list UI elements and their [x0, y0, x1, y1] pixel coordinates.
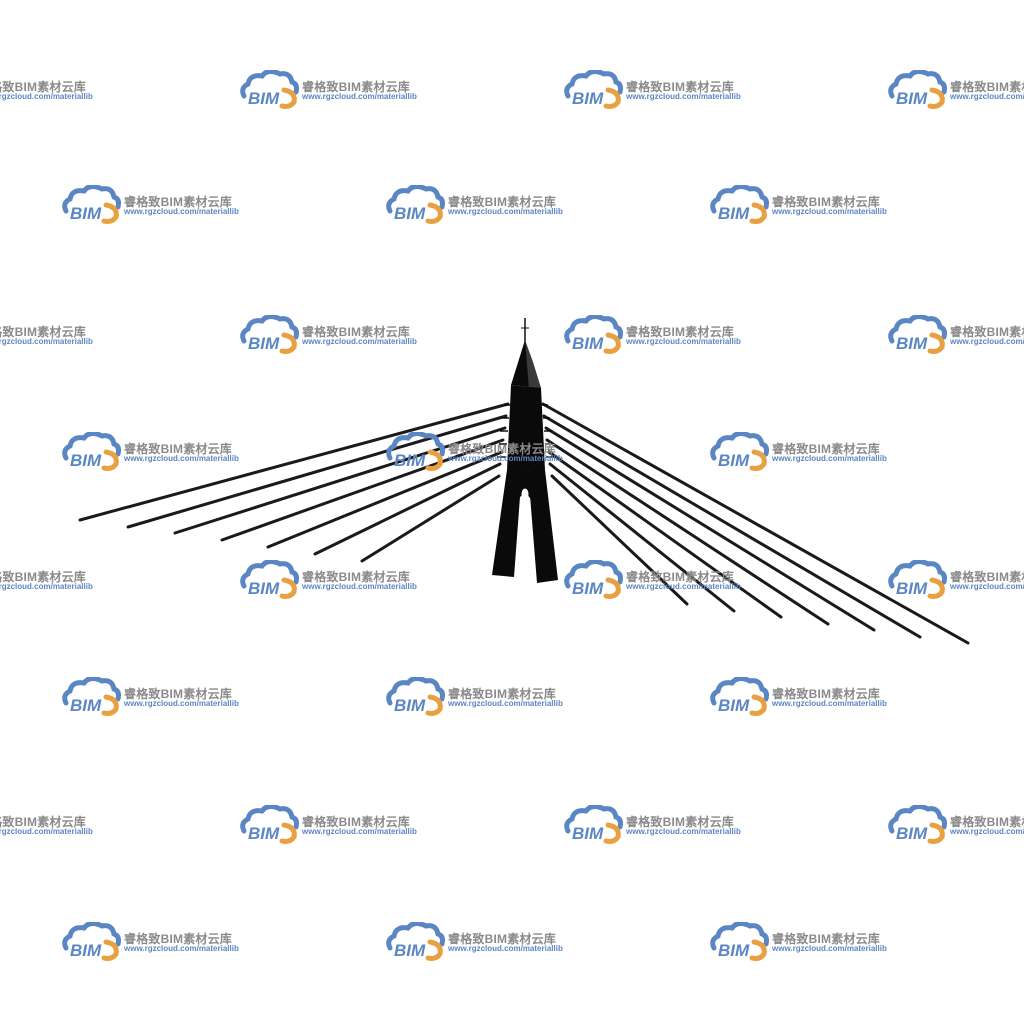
stay-cable-right-2: [542, 414, 922, 639]
pylon-right-leg: [528, 470, 558, 583]
pylon: [492, 318, 558, 583]
stay-cable-left-7: [360, 474, 501, 563]
stay-cable-right-1: [541, 402, 970, 645]
pylon-anchor-ticks: [497, 404, 555, 458]
stay-cable-right-3: [544, 426, 876, 632]
pylon-left-leg: [492, 470, 522, 577]
stay-cable-left-2: [126, 414, 508, 529]
stay-cable-right-5: [547, 450, 783, 619]
pylon-upper-body: [507, 385, 545, 470]
stay-cable-left-6: [313, 462, 502, 556]
stay-cable-right-7: [550, 474, 689, 606]
pylon-opening: [521, 488, 529, 500]
stay-cable-left-5: [266, 450, 504, 549]
stay-cable-left-3: [173, 426, 507, 535]
stay-cables: [78, 402, 970, 645]
pylon-spire-shade: [525, 340, 541, 389]
stay-cable-left-1: [78, 402, 510, 522]
stay-cable-left-4: [220, 438, 505, 542]
stay-cable-right-6: [548, 462, 736, 613]
stay-cable-right-4: [545, 438, 830, 626]
